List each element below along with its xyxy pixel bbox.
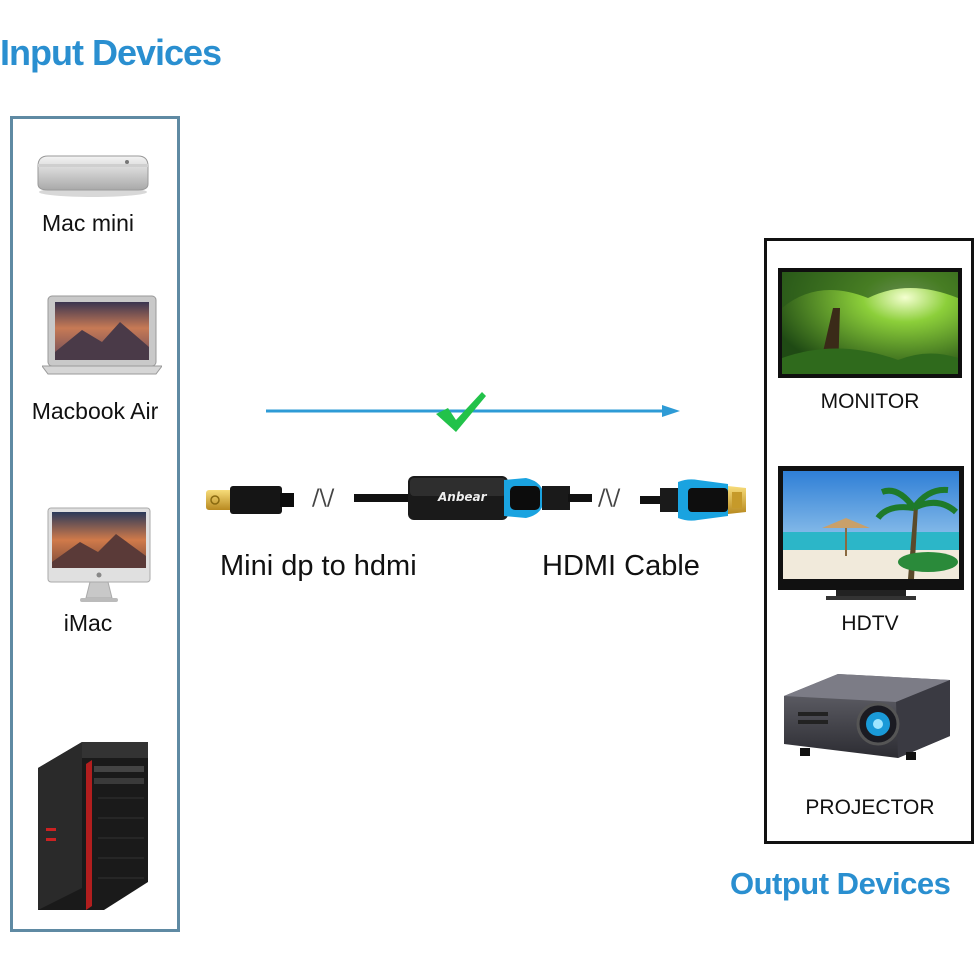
hdmi-connector-icon xyxy=(640,479,746,521)
desktop-tower-icon xyxy=(38,742,148,910)
separator-left: /\/ xyxy=(312,486,335,511)
device-label-imac: iMac xyxy=(63,610,113,636)
adapter-brand-label: Anbear xyxy=(438,490,487,504)
hdmi-cable-caption: HDMI Cable xyxy=(542,550,700,582)
output-devices-panel xyxy=(764,238,974,844)
projector-icon xyxy=(784,674,950,760)
device-label-mac-mini: Mac mini xyxy=(41,210,134,236)
device-label-monitor: MONITOR xyxy=(820,390,920,413)
laptop-icon xyxy=(42,295,162,375)
input-devices-title: Input Devices xyxy=(0,32,222,73)
output-devices-title: Output Devices xyxy=(730,866,951,901)
signal-arrow xyxy=(266,405,680,417)
device-label-macbook-air: Macbook Air xyxy=(31,398,159,424)
tv-icon xyxy=(778,466,964,600)
check-icon xyxy=(436,392,486,432)
mini-dp-connector-icon xyxy=(206,486,294,514)
mac-mini-icon xyxy=(37,155,149,197)
device-label-hdtv: HDTV xyxy=(841,612,899,635)
monitor-icon xyxy=(778,268,962,378)
adapter-icon xyxy=(354,476,592,520)
input-devices-panel xyxy=(10,116,180,932)
imac-icon xyxy=(47,507,151,602)
adapter-caption: Mini dp to hdmi xyxy=(220,550,417,582)
device-label-projector: PROJECTOR xyxy=(805,796,935,819)
separator-right: /\/ xyxy=(598,486,621,511)
